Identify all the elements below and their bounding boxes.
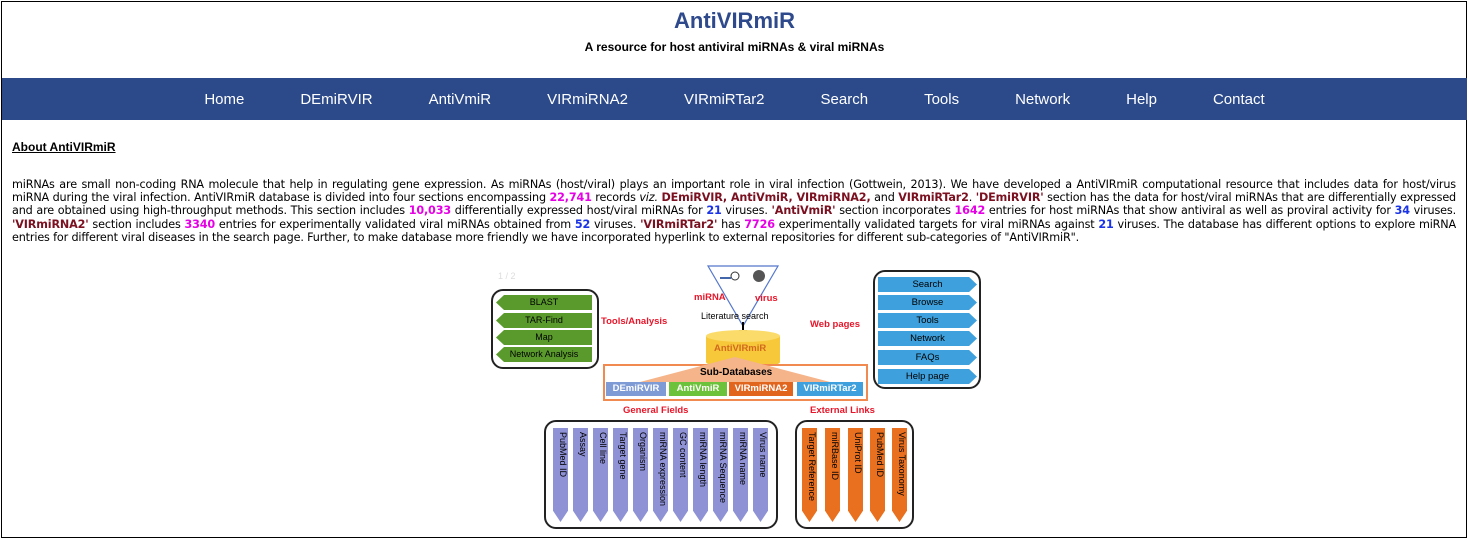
- text: and: [870, 191, 899, 205]
- nav-help[interactable]: Help: [1126, 90, 1157, 108]
- nav-virmirtar2[interactable]: VIRmiRTar2: [683, 90, 765, 108]
- sub-demirvir: DEmiRVIR: [606, 382, 666, 396]
- text: records: [591, 191, 640, 205]
- tool-tar-find: TAR-Find: [496, 313, 592, 328]
- fan-shape: [640, 357, 830, 382]
- field-mirna-length: miRNA length: [693, 428, 708, 522]
- sub-databases-label: Sub-Databases: [700, 367, 773, 378]
- text: experimentally validated targets for vir…: [774, 217, 1099, 231]
- count: 10,033: [408, 204, 451, 218]
- section-name: 'AntiVmiR': [771, 204, 836, 218]
- count: 1642: [954, 204, 986, 218]
- link-uniprot-id: UniProt ID: [848, 428, 863, 522]
- web-search: Search: [878, 277, 977, 292]
- virus-icon: [753, 270, 765, 282]
- external-links-label: External Links: [810, 405, 875, 416]
- sub-virmirna2: VIRmiRNA2: [729, 382, 793, 396]
- web-faqs: FAQs: [878, 350, 977, 365]
- literature-search-label: Literature search: [701, 311, 769, 321]
- field-mirna-sequence: miRNA Sequence: [713, 428, 728, 522]
- virus-label: virus: [755, 293, 778, 304]
- web-network: Network: [878, 331, 977, 346]
- count: 3340: [184, 217, 216, 231]
- site-title: AntiVIRmiR: [674, 8, 795, 33]
- cylinder-top: [706, 330, 780, 342]
- nav-demirvir[interactable]: DEmiRVIR: [300, 90, 373, 108]
- text: viz.: [639, 191, 658, 205]
- general-fields-box: [544, 420, 778, 529]
- link-mirbase-id: miRBase ID: [825, 428, 840, 522]
- text: .: [968, 191, 976, 205]
- section-name: 'DEmiRVIR': [975, 191, 1044, 205]
- web-tools: Tools: [878, 313, 977, 328]
- web-pages-label: Web pages: [810, 319, 860, 330]
- nav-network[interactable]: Network: [1015, 90, 1071, 108]
- fan: [640, 357, 830, 382]
- web-pages-box: [873, 270, 981, 389]
- external-links-box: [795, 420, 914, 529]
- count: 34: [1394, 204, 1410, 218]
- mirna-label: miRNA: [694, 292, 726, 303]
- nav-home[interactable]: Home: [204, 90, 245, 108]
- text: miRNAs are small non-coding RNA molecule…: [12, 178, 1456, 205]
- field-assay: Assay: [573, 428, 588, 522]
- field-target-gene: Target gene: [613, 428, 628, 522]
- count: 21: [706, 204, 722, 218]
- web-help-page: Help page: [878, 369, 977, 384]
- text: has: [717, 217, 745, 231]
- text: viruses. The database has different opti…: [12, 217, 1456, 244]
- nav-search[interactable]: Search: [820, 90, 869, 108]
- sub-antivmir: AntiVmiR: [669, 382, 727, 396]
- text: entries for host miRNAs that show antivi…: [985, 204, 1395, 218]
- field-gc-content: GC content: [673, 428, 688, 522]
- link-pubmed-id: PubMed ID: [870, 428, 885, 522]
- tool-map: Map: [496, 330, 592, 345]
- about-heading: About AntiVIRmiR: [12, 140, 116, 154]
- text: section has the data for host/viral miRN…: [12, 191, 1457, 218]
- nav-virmirna2[interactable]: VIRmiRNA2: [547, 90, 628, 108]
- field-cell-line: Cell line: [593, 428, 608, 522]
- field-mirna-expression: miRNA expression: [653, 428, 668, 522]
- text: viruses.: [590, 217, 641, 231]
- text: differentially expressed host/viral miRN…: [450, 204, 707, 218]
- general-fields-label: General Fields: [623, 405, 689, 416]
- triangle-shape: [706, 265, 780, 328]
- text: viruses.: [721, 204, 772, 218]
- field-pubmed-id: PubMed ID: [553, 428, 568, 522]
- nav-contact[interactable]: Contact: [1212, 90, 1265, 108]
- count: 21: [1098, 217, 1114, 231]
- site-subtitle: A resource for host antiviral miRNAs & v…: [584, 40, 885, 54]
- text: section includes: [88, 217, 185, 231]
- text: section incorporates: [835, 204, 955, 218]
- sub-virmirtar2: VIRmiRTar2: [797, 382, 863, 396]
- tool-blast: BLAST: [496, 295, 592, 310]
- field-organism: Organism: [633, 428, 648, 522]
- link-target-reference: Target Reference: [802, 428, 817, 522]
- field-mirna-name: miRNA name: [733, 428, 748, 522]
- section-name: 'VIRmiRNA2': [12, 217, 89, 231]
- tools-box: [491, 289, 599, 369]
- text: viruses.: [1409, 204, 1456, 218]
- mirna-icon: [730, 271, 740, 281]
- tool-network-analysis: Network Analysis: [496, 347, 592, 362]
- about-paragraph: miRNAs are small non-coding RNA molecule…: [12, 178, 1456, 244]
- section-name: VIRmiRTar2: [898, 191, 969, 205]
- page-indicator: 1 / 2: [498, 271, 516, 281]
- record-count: 22,741: [549, 191, 592, 205]
- nav-tools[interactable]: Tools: [924, 90, 960, 108]
- nav-antivmir[interactable]: AntiVmiR: [428, 90, 492, 108]
- web-browse: Browse: [878, 295, 977, 310]
- link-virus-taxonomy: Virus Taxonomy: [892, 428, 907, 522]
- count: 52: [574, 217, 591, 231]
- tools-label: Tools/Analysis: [601, 316, 668, 327]
- text: entries for experimentally validated vir…: [215, 217, 575, 231]
- count: 7726: [744, 217, 775, 231]
- main-nav: Home DEmiRVIR AntiVmiR VIRmiRNA2 VIRmiRT…: [2, 78, 1467, 120]
- section-names: DEmiRVIR, AntiVmiR, VIRmiRNA2,: [661, 191, 871, 205]
- section-name: 'VIRmiRTar2': [640, 217, 718, 231]
- db-label: AntiVIRmiR: [714, 343, 767, 354]
- field-virus-name: Virus name: [753, 428, 768, 522]
